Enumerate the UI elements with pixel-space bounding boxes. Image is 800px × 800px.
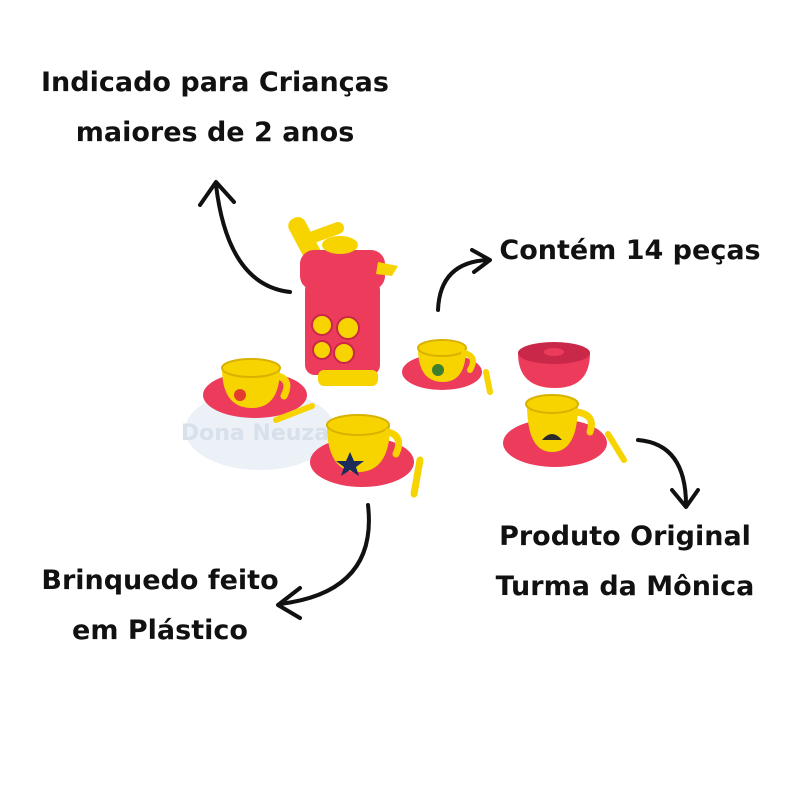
sticker-icon (312, 340, 332, 360)
callout-original-line2: Turma da Mônica (495, 571, 755, 602)
sticker-icon (336, 316, 360, 340)
arrow-material-icon (276, 503, 371, 620)
callout-age: Indicado para Crianças maiores de 2 anos (30, 58, 400, 158)
umbrella-icon (542, 434, 562, 440)
callout-original-line1: Produto Original (499, 521, 751, 552)
callout-material: Brinquedo feito em Plástico (30, 556, 290, 656)
sticker-icon (333, 342, 355, 364)
callout-age-line2: maiores de 2 anos (75, 117, 355, 148)
bowl (518, 342, 590, 388)
arrow-original-icon (636, 438, 700, 509)
cup-saucer-left (203, 358, 315, 423)
callout-material-line1: Brinquedo feito (41, 565, 279, 596)
cup-saucer-middle (402, 339, 493, 395)
callout-age-line1: Indicado para Crianças (41, 67, 389, 98)
callout-material-line2: em Plástico (72, 615, 248, 646)
callout-original: Produto Original Turma da Mônica (490, 512, 760, 612)
watermelon-icon (234, 389, 246, 401)
star-icon (336, 452, 364, 476)
watermark-text: Dona Neuza (181, 421, 329, 446)
callout-pieces: Contém 14 peças (495, 226, 765, 276)
thermos (288, 216, 398, 386)
cup-saucer-front (310, 414, 424, 498)
cup-saucer-right (503, 394, 627, 467)
fruit-icon (432, 364, 444, 376)
sticker-icon (311, 314, 333, 336)
arrow-pieces-icon (436, 248, 492, 312)
arrow-age-icon (198, 180, 292, 294)
callout-pieces-line1: Contém 14 peças (499, 235, 761, 266)
